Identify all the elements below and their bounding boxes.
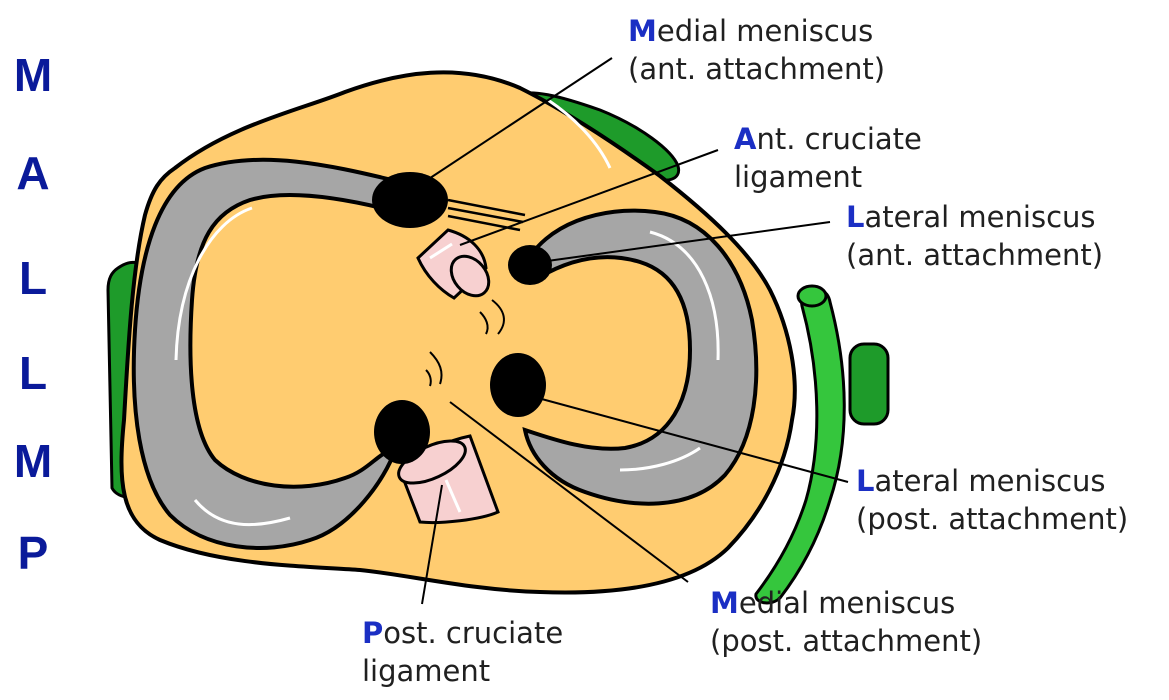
label-line1: edial meniscus [739, 586, 955, 620]
label-initial: A [734, 122, 756, 156]
label-medial-meniscus-ant: Medial meniscus (ant. attachment) [628, 12, 885, 88]
label-line1: ateral meniscus [874, 464, 1105, 498]
label-ant-cruciate: Ant. cruciate ligament [734, 120, 922, 196]
mnemonic-letter-3: L [8, 255, 58, 301]
label-line2: (post. attachment) [710, 622, 982, 660]
label-initial: M [710, 586, 739, 620]
label-line2: (ant. attachment) [846, 236, 1103, 274]
label-medial-meniscus-post: Medial meniscus (post. attachment) [710, 584, 982, 660]
label-initial: M [628, 14, 657, 48]
label-line2: (ant. attachment) [628, 50, 885, 88]
medial-meniscus-ant-attachment [372, 172, 448, 228]
label-line1: ateral meniscus [864, 200, 1095, 234]
medial-meniscus-post-attachment [374, 400, 430, 464]
label-initial: L [846, 200, 864, 234]
mnemonic-letter-5: M [8, 438, 58, 484]
label-lateral-meniscus-ant: Lateral meniscus (ant. attachment) [846, 198, 1103, 274]
label-line1: edial meniscus [657, 14, 873, 48]
label-lateral-meniscus-post: Lateral meniscus (post. attachment) [856, 462, 1128, 538]
lateral-meniscus-ant-attachment [508, 245, 552, 285]
mnemonic-letter-6: P [8, 530, 58, 576]
label-initial: L [856, 464, 874, 498]
mnemonic-letter-1: M [8, 52, 58, 98]
lateral-meniscus-post-attachment [490, 353, 546, 417]
label-line1: nt. cruciate [756, 122, 921, 156]
mnemonic-letter-2: A [8, 150, 58, 196]
label-line2: ligament [362, 652, 563, 690]
label-line2: (post. attachment) [856, 500, 1128, 538]
label-post-cruciate: Post. cruciate ligament [362, 614, 563, 690]
label-initial: P [362, 616, 383, 650]
label-line1: ost. cruciate [383, 616, 563, 650]
label-line2: ligament [734, 158, 922, 196]
mnemonic-letter-4: L [8, 350, 58, 396]
fibular-head-block [850, 344, 888, 424]
